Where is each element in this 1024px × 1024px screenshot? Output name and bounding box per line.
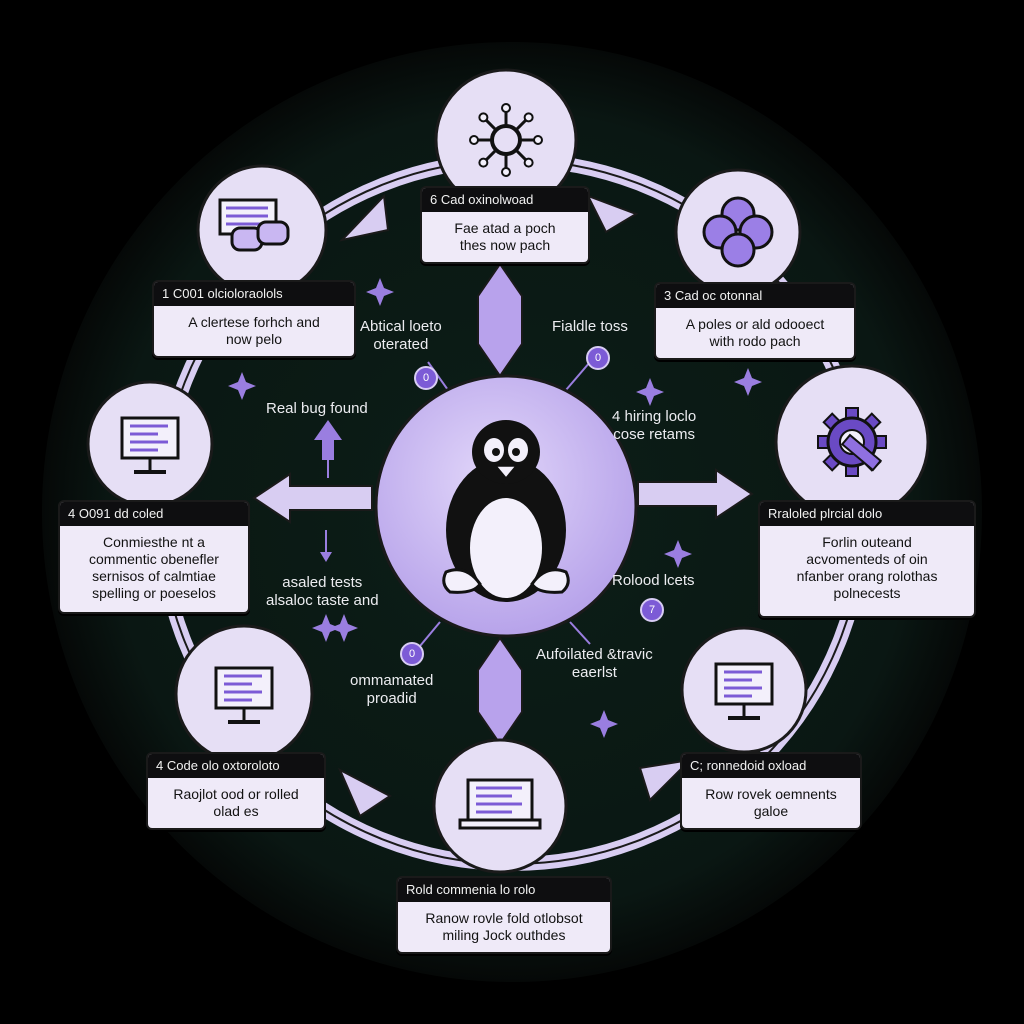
label-fialdle: Fialdle toss — [552, 318, 628, 335]
label-asaled: asaled tests alsaloc taste and — [266, 574, 379, 609]
node-card-body: Row rovek oemnents galoe — [705, 786, 837, 819]
node-card-header: 4 Code olo oxtoroloto — [148, 754, 324, 778]
track-arrow-top-left — [339, 193, 390, 242]
arrow-small-up — [314, 420, 342, 460]
node-bottom — [432, 738, 568, 874]
step-badge: 0 — [400, 642, 424, 666]
node-card-header: 3 Cad oc otonnal — [656, 284, 854, 308]
node-card-body: A clertese forhch and now pelo — [188, 314, 320, 347]
connector-b4 — [569, 621, 591, 645]
connector-b2 — [565, 361, 591, 391]
node-card-body: Conmiesthe nt a commentic obenefler sern… — [89, 534, 219, 601]
gear-wrench-icon — [817, 407, 887, 477]
node-top-left — [196, 164, 328, 296]
node-card-body: A poles or ald odooect with rodo pach — [685, 316, 825, 349]
laptop-icon — [458, 778, 542, 830]
arrow-right — [637, 468, 754, 520]
node-card-header: Rraloled plrcial dolo — [760, 502, 974, 526]
label-rolood: Rolood lcets — [612, 572, 695, 589]
sparkle-icon — [312, 614, 340, 642]
sparkle-icon — [636, 378, 664, 406]
node-card-top-right: 3 Cad oc otonnal A poles or ald odooect w… — [654, 282, 856, 360]
node-card-header: C; ronnedoid oxload — [682, 754, 860, 778]
node-card-body: Ranow rovle fold otlobsot miling Jock ou… — [425, 910, 583, 943]
node-top-right — [674, 168, 802, 296]
connector-b3 — [419, 621, 441, 647]
penguin-icon — [442, 420, 570, 602]
chat-bubbles-icon — [218, 198, 290, 252]
sparkle-icon — [664, 540, 692, 568]
node-bottom-right — [680, 626, 808, 754]
sparkle-icon — [228, 372, 256, 400]
node-card-header: 4 O091 dd coled — [60, 502, 248, 526]
label-hiring: 4 hiring loclo cose retams — [612, 408, 697, 443]
label-ommamated: ommamated proadid — [350, 672, 434, 707]
step-badge: 0 — [414, 366, 438, 390]
node-card-body: Fae atad a poch thes now pach — [454, 220, 556, 253]
arrow-left — [252, 472, 373, 524]
track-arrow-bottom-right — [638, 758, 693, 802]
track-arrow-bottom-left — [337, 767, 392, 818]
monitor-code-icon — [714, 662, 774, 720]
label-abtical: Abtical loeto oterated — [360, 318, 442, 353]
step-badge: 7 — [640, 598, 664, 622]
node-card-header: 1 C001 olcioloraolols — [154, 282, 354, 306]
node-card-body: Forlin outeand acvomenteds of oin nfanbe… — [796, 534, 938, 601]
sparkle-icon — [330, 614, 358, 642]
sparkle-icon — [590, 710, 618, 738]
document-monitor-icon — [120, 416, 180, 474]
arrow-small-down-head — [320, 552, 332, 562]
sparkle-icon — [734, 368, 762, 396]
node-card-header: Rold commenia lo rolo — [398, 878, 610, 902]
node-top — [434, 68, 578, 212]
node-right — [774, 364, 930, 520]
node-card-body: Raojlot ood or rolled olad es — [173, 786, 299, 819]
circles-cluster-icon — [702, 196, 774, 268]
node-card-header: 6 Cad oxinolwoad — [422, 188, 588, 212]
label-realbug: Real bug found — [266, 400, 368, 417]
monitor-icon — [214, 666, 274, 724]
sparkle-icon — [366, 278, 394, 306]
track-arrow-top-right — [585, 194, 639, 234]
network-hub-icon — [469, 103, 543, 177]
node-bottom-left — [174, 624, 314, 764]
label-aufoilated: Aufoilated &travic eaerlst — [536, 646, 653, 681]
node-left — [86, 380, 214, 508]
node-card-top-left: 1 C001 olcioloraolols A clertese forhch a… — [152, 280, 356, 358]
step-badge: 0 — [586, 346, 610, 370]
